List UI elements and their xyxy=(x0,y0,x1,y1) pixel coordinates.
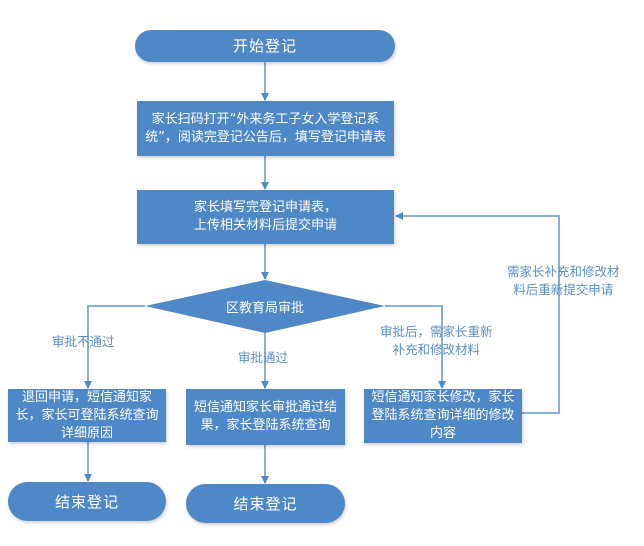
modify-text-line1: 短信通知家长修改，家长 xyxy=(371,390,515,405)
step2-fill-and-submit: 家长填写完登记申请表， 上传相关材料后提交申请 xyxy=(137,190,394,244)
start-label: 开始登记 xyxy=(232,37,297,55)
reject-text-line3: 详细原因 xyxy=(60,425,113,441)
approve-text-line2: 果，家长登陆系统查询 xyxy=(200,418,331,433)
reject-text-line1: 退回申请，短信通知家 xyxy=(21,389,152,405)
edge-modify-resubmit xyxy=(395,212,560,414)
edge-label-approve: 审批通过 xyxy=(238,350,289,365)
edge-label-modify: 审批后，需家长重新 补充和修改材料 xyxy=(380,323,493,359)
step2-text-line2: 上传相关材料后提交申请 xyxy=(193,218,337,233)
end-terminal-middle: 结束登记 xyxy=(186,484,345,523)
end-terminal-left: 结束登记 xyxy=(8,482,166,521)
edge-label-modify-line1: 审批后，需家长重新 xyxy=(380,324,493,339)
step2-text-line1: 家长填写完登记申请表， xyxy=(193,200,337,215)
edge-label-resubmit-line1: 需家长补充和修改材 xyxy=(507,264,620,279)
edge-decision-modify xyxy=(385,305,446,389)
step1-text-line2: 统”，阅读完登记公告后，填写登记申请表 xyxy=(145,129,386,145)
modify-text-line3: 内容 xyxy=(429,426,456,441)
modify-text-line2: 登陆系统查询详细的修改 xyxy=(371,408,515,423)
step1-text-line1: 家长扫码打开“外来务工子女入学登记系 xyxy=(151,111,380,127)
start-terminal: 开始登记 xyxy=(135,30,395,62)
edge-label-reject: 审批不通过 xyxy=(52,334,115,349)
modify-process: 短信通知家长修改，家长 登陆系统查询详细的修改 内容 xyxy=(364,389,522,443)
reject-text-line2: 长，家长可登陆系统查询 xyxy=(15,407,159,423)
reject-process: 退回申请，短信通知家 长，家长可登陆系统查询 详细原因 xyxy=(8,389,166,442)
step1-scan-open-system: 家长扫码打开“外来务工子女入学登记系 统”，阅读完登记公告后，填写登记申请表 xyxy=(137,101,394,156)
edge-label-resubmit-line2: 料后重新提交申请 xyxy=(513,282,614,297)
end-left-label: 结束登记 xyxy=(54,492,119,511)
approve-process: 短信通知家长审批通过结 果，家长登陆系统查询 xyxy=(186,389,345,445)
decision-label: 区教育局审批 xyxy=(225,301,304,316)
edge-label-resubmit: 需家长补充和修改材 料后重新提交申请 xyxy=(507,263,620,299)
decision-diamond xyxy=(145,280,385,333)
edge-decision-reject xyxy=(84,305,145,389)
edge-label-modify-line2: 补充和修改材料 xyxy=(392,342,481,357)
approve-text-line1: 短信通知家长审批通过结 xyxy=(193,400,337,415)
end-middle-label: 结束登记 xyxy=(233,494,298,513)
